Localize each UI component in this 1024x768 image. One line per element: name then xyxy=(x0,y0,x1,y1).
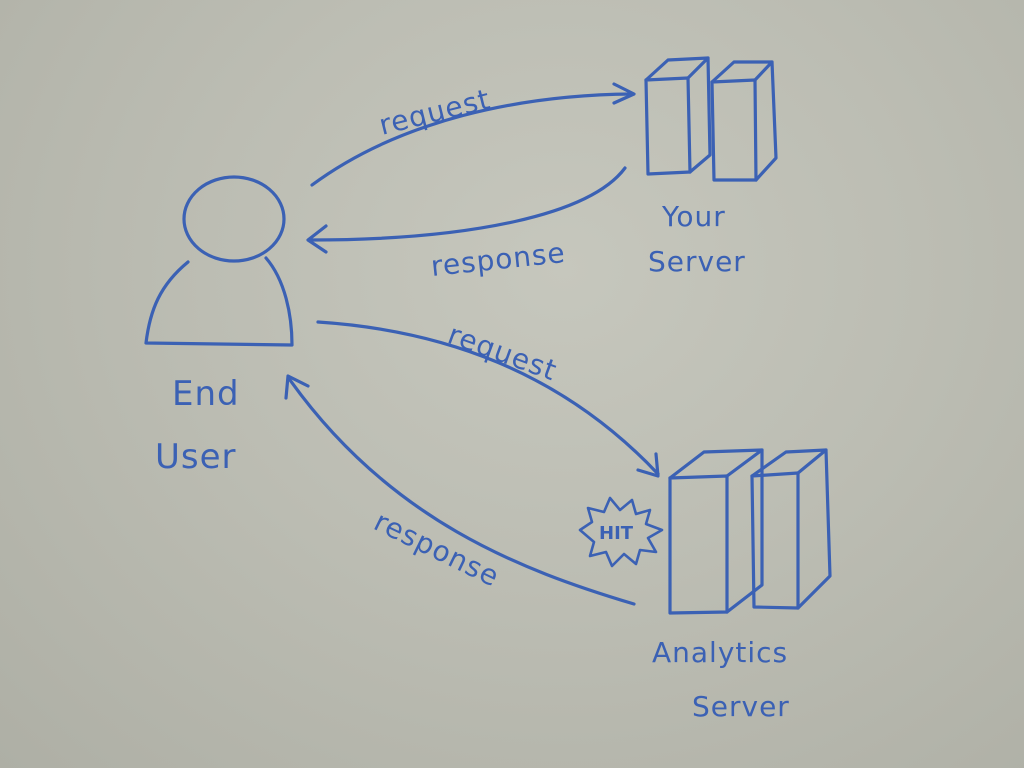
top-request-label: request xyxy=(376,82,494,141)
bottom-response-line xyxy=(288,378,636,606)
analytics-server-label-line1: Analytics xyxy=(652,636,788,669)
your-server-icon xyxy=(644,56,778,182)
edge-bottom-request: request xyxy=(316,318,660,478)
analytics-server-label-line2: Server xyxy=(692,690,790,723)
end-user-label-line1: End xyxy=(172,374,240,414)
hit-starburst-icon xyxy=(578,496,664,568)
top-response-line xyxy=(308,166,627,242)
bottom-response-arrowhead-icon xyxy=(284,374,310,400)
end-user-icon xyxy=(144,175,294,347)
top-request-line xyxy=(310,92,634,187)
end-user-label-line2: User xyxy=(155,437,237,477)
bottom-request-line xyxy=(316,320,660,476)
edge-top-response: response xyxy=(306,166,627,283)
top-response-label: response xyxy=(429,236,567,283)
end-user-body xyxy=(144,256,294,347)
bottom-request-arrowhead-icon xyxy=(636,452,660,478)
your-server-label-line1: Your xyxy=(661,200,726,233)
top-response-arrowhead-icon xyxy=(306,224,328,254)
analytics-server-icon xyxy=(668,448,832,615)
hit-badge: HIT xyxy=(578,496,664,568)
your-server-label-line2: Server xyxy=(648,245,746,278)
edge-top-request: request xyxy=(310,82,636,187)
top-request-arrowhead-icon xyxy=(612,82,636,105)
hit-label: HIT xyxy=(599,523,634,544)
end-user-head xyxy=(182,175,286,263)
bottom-request-label: request xyxy=(444,318,562,388)
